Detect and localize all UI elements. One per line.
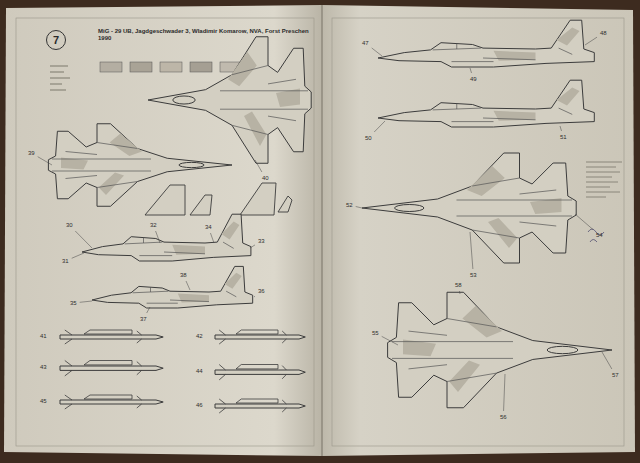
missile	[215, 399, 305, 413]
callout-number: 35	[70, 300, 77, 306]
colour-swatches	[100, 62, 242, 72]
callout-number: 41	[40, 333, 47, 339]
leader-line	[72, 253, 84, 258]
leader-line	[255, 160, 262, 172]
missile	[60, 330, 163, 344]
leader-line	[459, 291, 461, 294]
bottom-view	[388, 292, 612, 408]
leader-line	[560, 126, 562, 131]
callout-number: 40	[262, 175, 269, 181]
leader-line	[504, 374, 505, 411]
missile	[215, 330, 305, 344]
callout-number: 31	[62, 258, 69, 264]
side-view	[378, 80, 594, 127]
missile	[60, 395, 163, 409]
callout-number: 44	[196, 368, 203, 374]
callout-number: 32	[150, 222, 157, 228]
callout-number: 42	[196, 333, 203, 339]
leader-line	[382, 336, 398, 345]
leader-line	[186, 281, 190, 290]
callout-number: 48	[600, 30, 607, 36]
callout-number: 50	[365, 135, 372, 141]
side-view	[92, 266, 253, 308]
leader-line	[250, 245, 255, 248]
callout-number: 30	[66, 222, 73, 228]
callout-number: 56	[500, 414, 507, 420]
leader-line	[254, 296, 255, 298]
callout-number: 47	[362, 40, 369, 46]
leader-line	[602, 352, 612, 369]
leader-line	[575, 214, 593, 230]
page-frame	[16, 18, 314, 446]
callout-number: 58	[455, 282, 462, 288]
callout-number: 54	[596, 232, 603, 238]
illegible-text	[586, 162, 622, 197]
callout-number: 43	[40, 364, 47, 370]
leader-line	[470, 232, 473, 269]
callout-number: 51	[560, 134, 567, 140]
leader-line	[156, 231, 160, 243]
leader-line	[470, 68, 472, 73]
leader-line	[356, 207, 362, 208]
callout-number: 55	[372, 330, 379, 336]
callout-number: 38	[180, 272, 187, 278]
step-circle: 7	[46, 30, 66, 50]
leader-line	[374, 121, 385, 132]
leader-line	[585, 37, 597, 45]
illegible-text	[50, 66, 70, 90]
leader-line	[372, 48, 382, 56]
callout-number: 49	[470, 76, 477, 82]
step-number: 7	[53, 35, 59, 46]
top-view	[362, 153, 576, 263]
callout-number: 33	[258, 238, 265, 244]
leader-line	[147, 307, 150, 313]
fin-view	[240, 183, 292, 215]
right-page	[322, 5, 635, 456]
side-view	[82, 214, 251, 261]
missile	[60, 361, 163, 376]
callout-number: 45	[40, 398, 47, 404]
top-view	[148, 37, 311, 164]
callout-number: 34	[205, 224, 212, 230]
callout-number: 57	[612, 372, 619, 378]
callout-number: 36	[258, 288, 265, 294]
callout-number: 37	[140, 316, 147, 322]
fin-view	[145, 185, 212, 215]
page-frame	[332, 18, 624, 446]
title-text: MiG - 29 UB, Jagdgeschwader 3, Wladimir …	[98, 28, 313, 42]
callout-number: 53	[470, 272, 477, 278]
callout-number: 46	[196, 402, 203, 408]
left-page	[4, 5, 322, 456]
leader-line	[80, 301, 92, 302]
leader-line	[75, 231, 92, 248]
callout-number: 52	[346, 202, 353, 208]
callout-number: 39	[28, 150, 35, 156]
spine	[321, 5, 323, 456]
side-view	[378, 20, 594, 67]
leader-line	[210, 233, 214, 243]
handwriting	[588, 229, 604, 242]
leader-line	[38, 157, 52, 165]
bottom-view	[48, 124, 232, 207]
missile	[215, 365, 305, 380]
